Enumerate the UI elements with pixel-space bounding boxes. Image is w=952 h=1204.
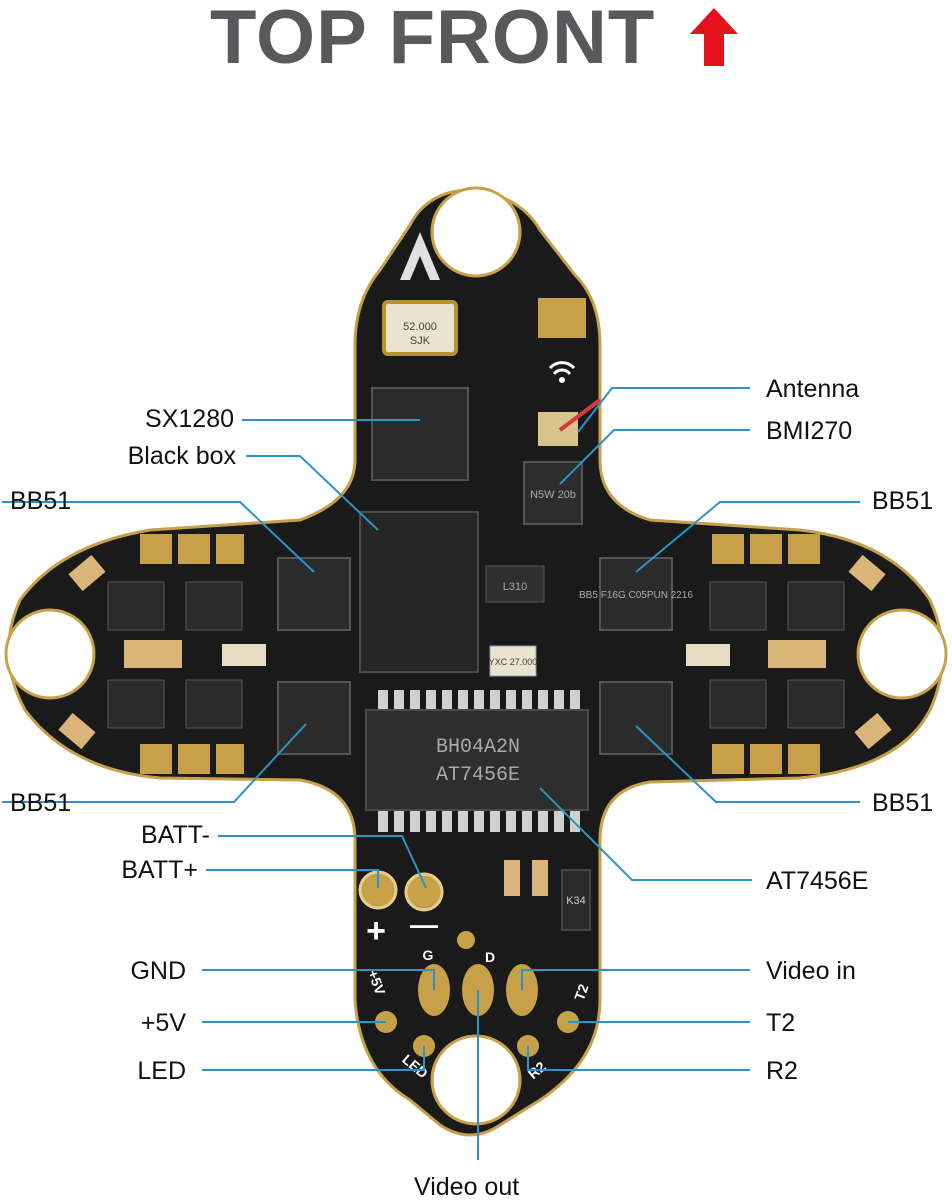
gyro-mark-text: N5W 20b bbox=[530, 489, 576, 501]
label-video-out: Video out bbox=[414, 1173, 520, 1201]
mosfet bbox=[787, 679, 845, 729]
crystal-27mhz bbox=[489, 645, 537, 677]
silk-d: D bbox=[485, 949, 495, 965]
leader-at7456e bbox=[539, 787, 752, 881]
label-at7456e: AT7456E bbox=[766, 867, 869, 895]
label-bb51-bottom-left: BB51 bbox=[10, 789, 72, 817]
page-title: TOP FRONT bbox=[210, 0, 655, 81]
leader-video-in bbox=[521, 969, 750, 990]
leader-batt-minus bbox=[218, 835, 427, 889]
chip-bb51-top-left bbox=[277, 557, 351, 631]
leader-black-box bbox=[246, 455, 379, 531]
chip-sx1280 bbox=[371, 387, 469, 481]
label-gnd: GND bbox=[130, 957, 186, 985]
label-bb51-top-right: BB51 bbox=[872, 487, 934, 515]
mosfet bbox=[107, 581, 165, 631]
mosfet bbox=[185, 581, 243, 631]
diode-k34 bbox=[561, 869, 591, 931]
mount-hole-right bbox=[856, 608, 948, 700]
antenna-connector bbox=[538, 412, 578, 446]
label-bmi270: BMI270 bbox=[766, 417, 853, 445]
leader-r2 bbox=[527, 1046, 750, 1071]
osd-chip-line2: AT7456E bbox=[436, 764, 520, 787]
title-text: TOP FRONT bbox=[210, 0, 656, 80]
label-r2: R2 bbox=[766, 1057, 798, 1085]
ldo-regulator bbox=[485, 565, 545, 603]
label-batt-minus: BATT- bbox=[141, 821, 210, 849]
ldo-mark-text: L310 bbox=[503, 581, 527, 593]
leader-lines bbox=[2, 387, 860, 1160]
antenna-wire bbox=[558, 398, 602, 432]
leader-antenna bbox=[577, 387, 750, 433]
silk-t2: T2 bbox=[571, 982, 592, 1003]
label-bb51-top-left: BB51 bbox=[10, 487, 72, 515]
mount-hole-top bbox=[430, 186, 522, 278]
leader-bb51-tr bbox=[635, 501, 860, 573]
brand-logo-icon bbox=[400, 232, 440, 280]
silk-minus: — bbox=[410, 909, 438, 940]
small-crystal-text: YXC 27.000 bbox=[489, 657, 538, 667]
leader-bmi270 bbox=[559, 429, 750, 485]
label-5v: +5V bbox=[140, 1009, 186, 1037]
chip-bb51-top-right bbox=[599, 557, 673, 631]
leader-gnd bbox=[202, 969, 435, 990]
label-video-in: Video in bbox=[766, 957, 856, 985]
label-t2: T2 bbox=[766, 1009, 796, 1037]
mount-hole-bottom bbox=[430, 1034, 522, 1126]
silk-plus: + bbox=[366, 912, 386, 950]
motor-pads bbox=[140, 534, 820, 774]
antenna-pad bbox=[538, 298, 586, 338]
silk-g: G bbox=[423, 947, 434, 963]
leader-batt-plus bbox=[206, 869, 379, 888]
chip-black-box bbox=[359, 511, 479, 673]
mount-hole-left bbox=[4, 608, 96, 700]
batt-minus-pad bbox=[404, 872, 444, 912]
mosfet bbox=[787, 581, 845, 631]
chip-at7456e: BH04A2N AT7456E bbox=[365, 690, 589, 832]
label-black-box: Black box bbox=[127, 442, 236, 470]
crystal-mark-text: SJK bbox=[410, 335, 431, 347]
mosfet bbox=[107, 679, 165, 729]
mosfet bbox=[709, 581, 767, 631]
osd-chip-line1: BH04A2N bbox=[436, 736, 520, 759]
leader-led bbox=[202, 1046, 425, 1071]
mosfet bbox=[709, 679, 767, 729]
up-arrow-icon bbox=[690, 8, 738, 66]
pad-small bbox=[457, 931, 475, 949]
label-batt-plus: BATT+ bbox=[121, 856, 198, 884]
esc-mark-text: BB5 F16G C05PUN 2216 bbox=[579, 590, 693, 601]
label-antenna: Antenna bbox=[766, 375, 860, 403]
crystal-52mhz bbox=[382, 300, 458, 356]
leader-bb51-bl bbox=[2, 723, 307, 803]
chip-bb51-bottom-right bbox=[599, 681, 673, 755]
label-led: LED bbox=[137, 1057, 186, 1085]
leader-bb51-tl bbox=[2, 501, 315, 573]
diode-mark-text: K34 bbox=[566, 895, 586, 907]
wifi-icon bbox=[548, 361, 576, 376]
label-sx1280: SX1280 bbox=[145, 405, 234, 433]
mosfet bbox=[185, 679, 243, 729]
crystal-text: 52.000 bbox=[403, 321, 437, 333]
passive-components bbox=[58, 554, 892, 896]
label-bb51-bottom-right: BB51 bbox=[872, 789, 934, 817]
leader-bb51-br bbox=[635, 725, 860, 803]
